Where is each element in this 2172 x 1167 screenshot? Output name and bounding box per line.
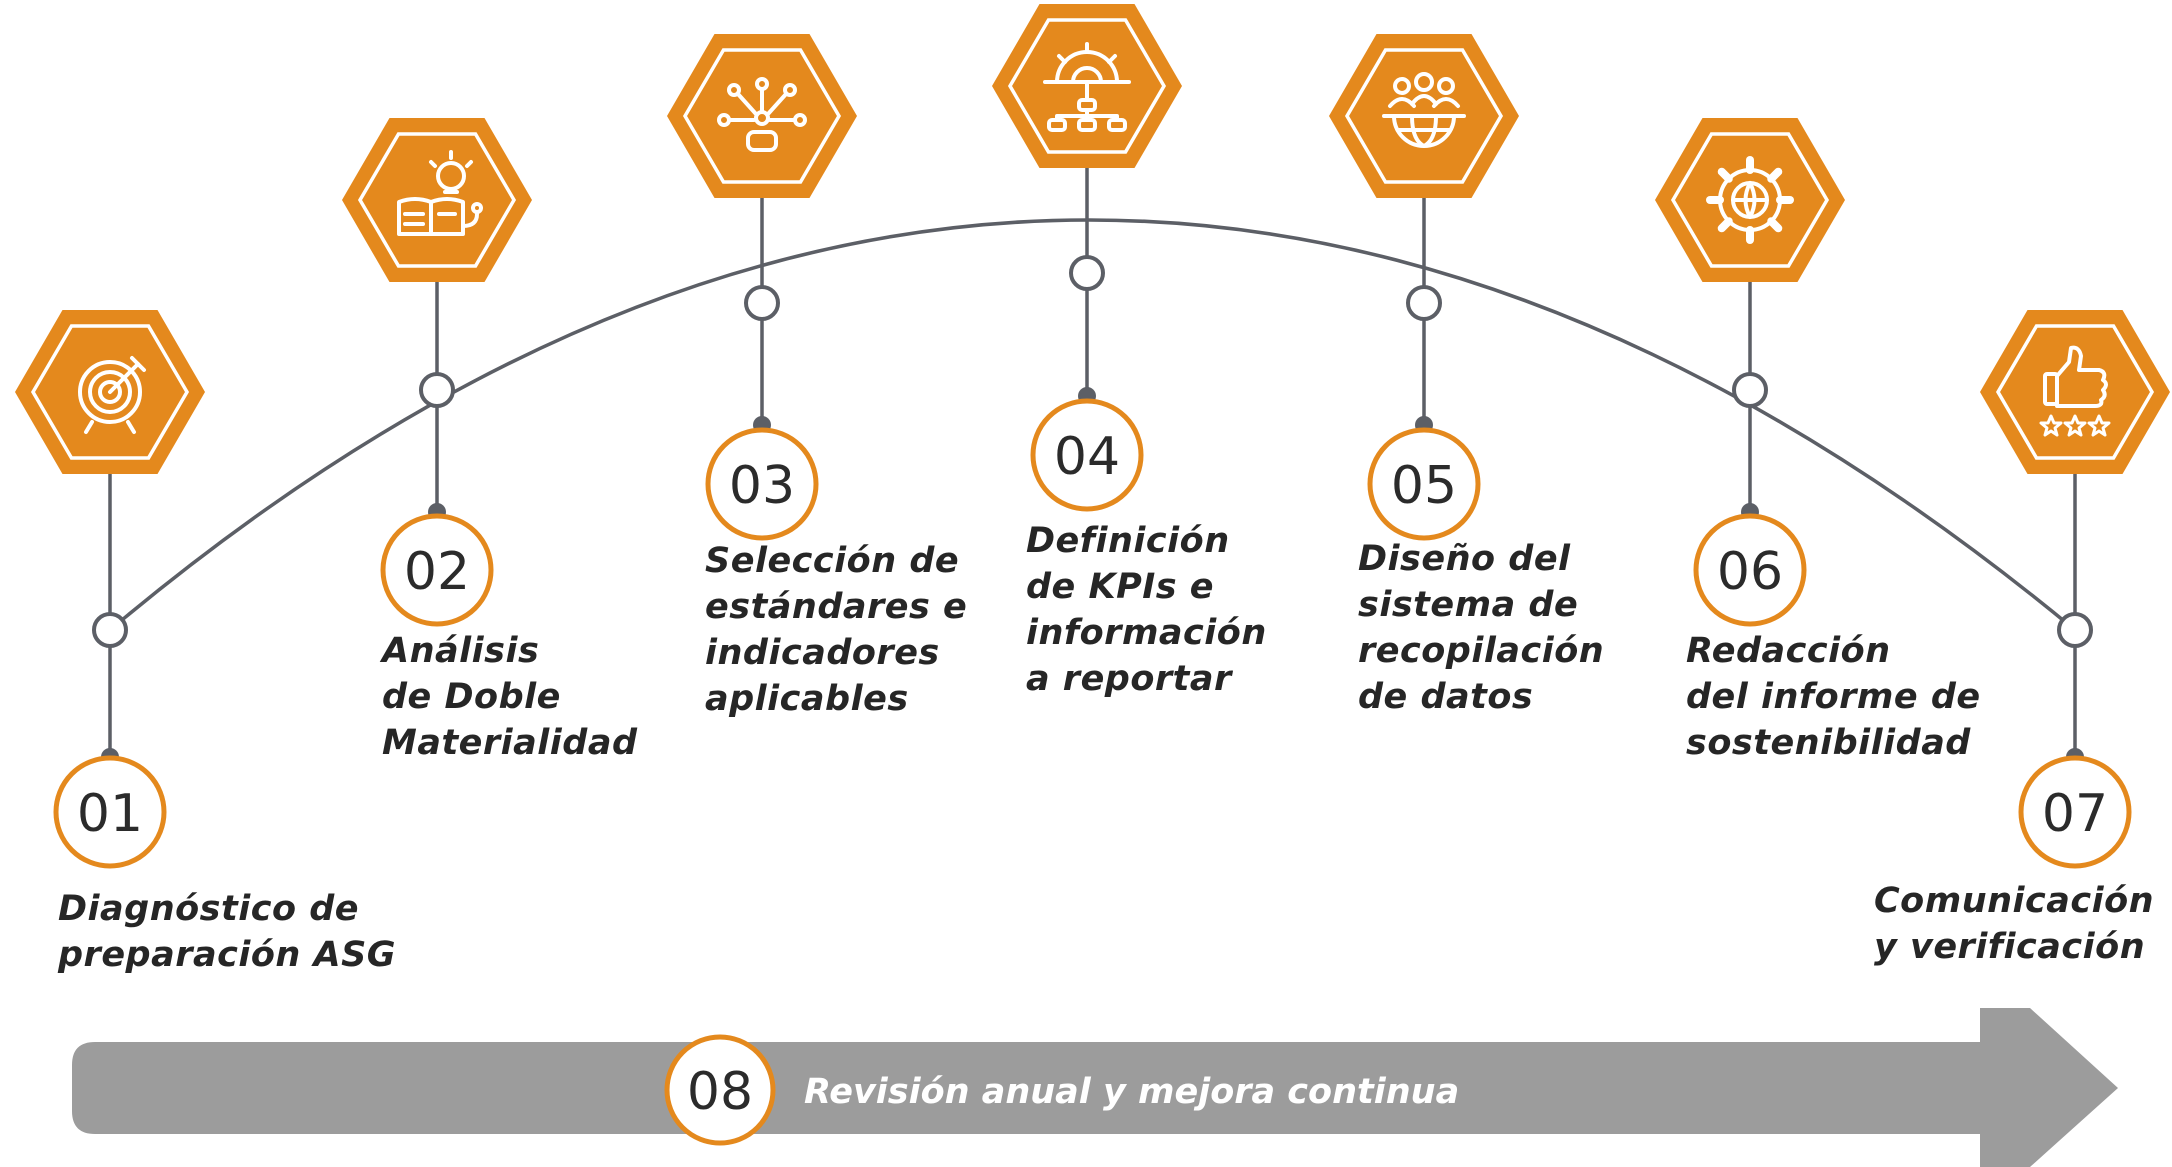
step-label: Análisis de Doble Materialidad <box>382 631 638 763</box>
arc-node <box>419 372 455 408</box>
step-hexagon <box>667 34 857 198</box>
review-banner: 08 Revisión anual y mejora continua <box>72 1008 2118 1167</box>
banner-arrow <box>72 1008 2118 1167</box>
step-label: Definición de KPIs e información a repor… <box>1026 521 1267 699</box>
step-number-circle <box>1367 427 1481 541</box>
step-number-circle <box>53 755 167 869</box>
arc-node <box>1732 372 1768 408</box>
arc-node <box>1069 255 1105 291</box>
step-number-circle <box>380 513 494 627</box>
step-hexagon <box>1980 310 2170 474</box>
process-step: 07 <box>1980 310 2170 869</box>
step-label: Selección de estándares e indicadores ap… <box>705 541 968 719</box>
step-hexagon <box>992 4 1182 168</box>
process-step: 06 <box>1655 118 1845 627</box>
step-hexagon <box>342 118 532 282</box>
process-step: 01 <box>15 310 205 869</box>
step-label: Comunicación y verificación <box>1874 881 2155 967</box>
step-label: Redacción del informe de sostenibilidad <box>1686 631 1981 763</box>
banner-label: Revisión anual y mejora continua <box>804 1072 1459 1112</box>
step-number: 03 <box>729 456 795 516</box>
step-number-circle <box>2018 755 2132 869</box>
network-hub-icon <box>717 77 807 152</box>
step-hexagon <box>1655 118 1845 282</box>
process-step: 03 <box>667 34 857 541</box>
banner-number-circle <box>664 1034 776 1146</box>
arc-node <box>2057 612 2093 648</box>
step-label: Diagnóstico de preparación ASG <box>58 889 397 975</box>
step-hexagon <box>1329 34 1519 198</box>
arc-node <box>744 285 780 321</box>
people-globe-icon <box>1382 72 1466 148</box>
step-number: 01 <box>77 784 143 844</box>
step-number: 02 <box>404 542 470 602</box>
gear-globe-icon <box>1706 156 1794 244</box>
step-number-circle <box>705 427 819 541</box>
step-number-circle <box>1693 513 1807 627</box>
timeline-arc <box>108 218 2077 632</box>
step-number: 07 <box>2042 784 2108 844</box>
step-label: Diseño del sistema de recopilación de da… <box>1358 539 1605 717</box>
process-step: 05 <box>1329 34 1519 541</box>
arc-node <box>1406 285 1442 321</box>
step-hexagon <box>15 310 205 474</box>
target-icon <box>78 356 146 434</box>
idea-book-icon <box>397 150 483 236</box>
banner-number: 08 <box>687 1062 753 1122</box>
process-step: 02 <box>342 118 532 627</box>
step-number: 06 <box>1717 542 1783 602</box>
thumbs-up-rating-icon <box>2039 345 2111 437</box>
step-number-circle <box>1030 398 1144 512</box>
step-number: 04 <box>1054 427 1120 487</box>
process-step: 04 <box>992 4 1182 512</box>
step-number: 05 <box>1391 456 1457 516</box>
gear-hierarchy-icon <box>1043 42 1131 132</box>
arc-node <box>92 612 128 648</box>
